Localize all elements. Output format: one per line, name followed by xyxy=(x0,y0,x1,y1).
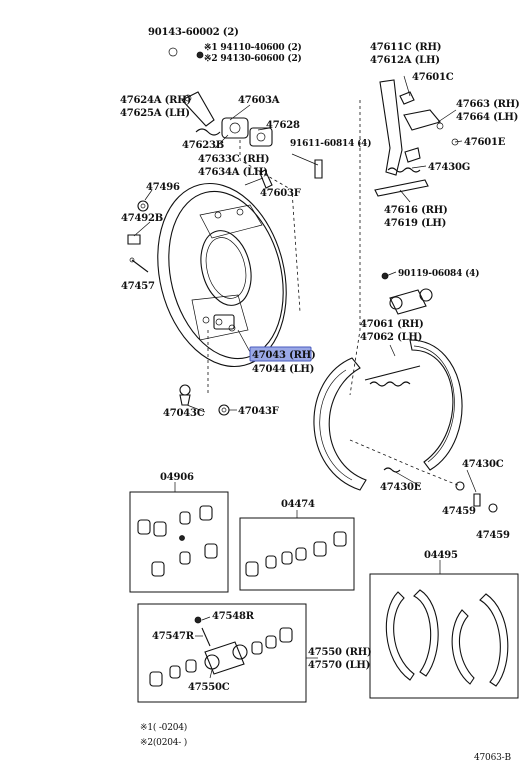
label-47459-a[interactable]: 47459 xyxy=(442,506,476,517)
label-47548r[interactable]: 47548R xyxy=(212,611,255,622)
kit-04495 xyxy=(369,560,519,699)
label-91611[interactable]: 91611-60814 (4) xyxy=(290,138,371,149)
label-47430c[interactable]: 47430C xyxy=(462,459,504,470)
label-47601e[interactable]: 47601E xyxy=(464,137,506,148)
label-47633c[interactable]: 47633C (RH) xyxy=(198,154,269,165)
leader-lines xyxy=(133,75,477,493)
parking-brake-linkage xyxy=(168,47,323,189)
diagram-code: 47063-B xyxy=(474,753,511,763)
label-47619[interactable]: 47619 (LH) xyxy=(384,218,446,229)
label-47634a[interactable]: 47634A (LH) xyxy=(198,167,268,178)
label-47043[interactable]: 47043 (RH) xyxy=(252,350,316,361)
label-47550c[interactable]: 47550C xyxy=(188,682,230,693)
adjuster-levers xyxy=(374,79,459,197)
footnote-1: ※1( -0204) xyxy=(140,722,187,733)
wheel-cylinder-on-plate[interactable] xyxy=(213,314,235,330)
label-47043c[interactable]: 47043C xyxy=(163,408,205,419)
label-47663[interactable]: 47663 (RH) xyxy=(456,99,520,110)
label-47664[interactable]: 47664 (LH) xyxy=(456,112,518,123)
label-47492b[interactable]: 47492B xyxy=(121,213,163,224)
label-94110[interactable]: ※1 94110-40600 (2) xyxy=(204,42,302,53)
label-47616[interactable]: 47616 (RH) xyxy=(384,205,448,216)
label-47062[interactable]: 47062 (LH) xyxy=(360,332,422,343)
label-47061[interactable]: 47061 (RH) xyxy=(360,319,424,330)
kit-04474 xyxy=(239,510,355,591)
backing-plate xyxy=(157,182,287,368)
label-04906[interactable]: 04906 xyxy=(160,472,194,483)
label-47044[interactable]: 47044 (LH) xyxy=(252,364,314,375)
label-47570[interactable]: 47570 (LH) xyxy=(308,660,370,671)
label-47603a[interactable]: 47603A xyxy=(238,95,280,106)
kit-wheel-cylinder xyxy=(137,603,318,703)
highlight-box[interactable] xyxy=(249,346,312,362)
label-90119[interactable]: 90119-06084 (4) xyxy=(398,268,479,279)
label-47457[interactable]: 47457 xyxy=(121,281,155,292)
label-47550[interactable]: 47550 (RH) xyxy=(308,647,372,658)
part-labels: 90143-60002 (2) ※1 94110-40600 (2) ※2 94… xyxy=(120,27,520,763)
label-47603f[interactable]: 47603F xyxy=(260,188,301,199)
label-47043f[interactable]: 47043F xyxy=(238,406,279,417)
label-47496[interactable]: 47496 xyxy=(146,182,180,193)
label-47624a[interactable]: 47624A (RH) xyxy=(120,95,191,106)
label-04495[interactable]: 04495 xyxy=(424,550,458,561)
footnote-2: ※2(0204- ) xyxy=(140,737,187,748)
label-47623b[interactable]: 47623B xyxy=(182,140,224,151)
label-47612a[interactable]: 47612A (LH) xyxy=(370,55,440,66)
label-04474[interactable]: 04474 xyxy=(281,499,315,510)
wheel-cylinder xyxy=(381,272,433,315)
small-parts-left xyxy=(127,200,230,416)
label-94130[interactable]: ※2 94130-60600 (2) xyxy=(204,53,302,64)
label-47601c[interactable]: 47601C xyxy=(412,72,454,83)
label-47430e[interactable]: 47430E xyxy=(380,482,422,493)
kit-04906 xyxy=(129,482,229,593)
label-47430g[interactable]: 47430G xyxy=(428,162,470,173)
brake-shoes xyxy=(313,339,498,513)
label-47625a[interactable]: 47625A (LH) xyxy=(120,108,190,119)
label-47547r[interactable]: 47547R xyxy=(152,631,195,642)
label-47459-b[interactable]: 47459 xyxy=(476,530,510,541)
label-47611c[interactable]: 47611C (RH) xyxy=(370,42,441,53)
label-90143[interactable]: 90143-60002 (2) xyxy=(148,27,239,38)
label-47628[interactable]: 47628 xyxy=(266,120,300,131)
